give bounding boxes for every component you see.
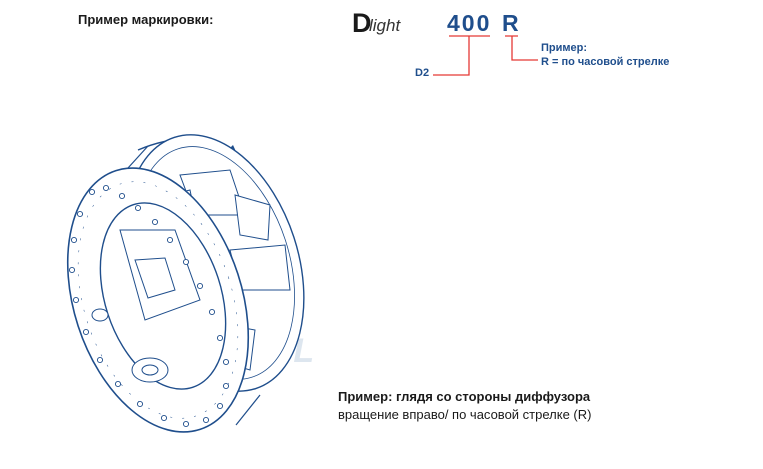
rotation-annotation-text: R = по часовой стрелке xyxy=(541,56,670,68)
caption-text: вращение вправо/ по часовой стрелке (R) xyxy=(338,407,592,422)
caption-title: Пример: глядя со стороны диффузора xyxy=(338,389,591,404)
hub-assembly xyxy=(91,229,201,383)
rotation-annotation: Пример: R = по часовой стрелке xyxy=(541,41,669,69)
code-prefix: D xyxy=(352,8,371,38)
leader-lines xyxy=(433,35,538,76)
marking-example-label: Пример маркировки: xyxy=(78,12,214,27)
d2-leader xyxy=(433,35,490,76)
rotation-leader xyxy=(505,35,538,61)
caption: Пример: глядя со стороны диффузора враще… xyxy=(338,388,591,424)
mounting-holes xyxy=(68,184,230,428)
code-size: 400 xyxy=(447,10,492,36)
code-rotation: R xyxy=(502,10,519,36)
rotation-annotation-title: Пример: xyxy=(541,42,588,54)
code-suffix: light xyxy=(369,16,401,35)
front-ring-holes-track xyxy=(77,181,239,419)
d2-annotation: D2 xyxy=(415,67,430,79)
